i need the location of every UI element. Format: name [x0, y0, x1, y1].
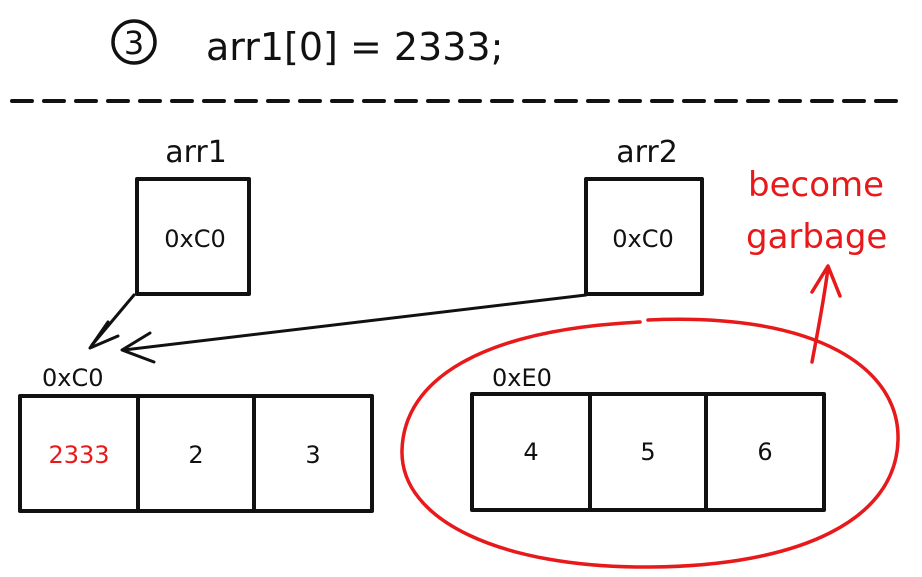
array-cell-value: 5	[640, 438, 655, 466]
step-number-circle	[111, 19, 157, 65]
variable-arr2: arr2 0xC0	[584, 135, 704, 296]
array-cell-value: 4	[523, 438, 538, 466]
array-cell-value: 2	[188, 441, 203, 469]
array-cell-value-modified: 2333	[48, 441, 109, 469]
garbage-highlight: become garbage	[400, 165, 900, 569]
array-cell	[704, 392, 826, 512]
step-statement: arr1[0] = 2333;	[206, 25, 503, 69]
garbage-arrowhead	[810, 264, 842, 298]
arr1-pointer-arrow	[88, 293, 136, 350]
array-0xC0: 0xC0 2333 2 3	[18, 364, 374, 513]
variable-arr1: arr1 0xC0	[135, 135, 251, 296]
garbage-arrow	[810, 266, 830, 364]
array-cell-value: 3	[305, 441, 320, 469]
step-header: 3 arr1[0] = 2333;	[111, 19, 503, 69]
garbage-ellipse	[400, 317, 900, 569]
arr2-pointer-arrow	[120, 293, 588, 364]
array-0xE0: 0xE0 4 5 6	[470, 364, 826, 512]
annotation-line-1: become	[748, 165, 884, 205]
variable-value: 0xC0	[612, 225, 674, 253]
annotation-line-2: garbage	[746, 217, 887, 257]
variable-box	[135, 177, 251, 296]
array-address: 0xE0	[492, 364, 552, 392]
array-cell-value: 6	[757, 438, 772, 466]
variable-value: 0xC0	[164, 225, 226, 253]
variable-box	[584, 177, 704, 296]
variable-name: arr1	[165, 135, 227, 170]
array-cell	[252, 394, 374, 513]
step-number: 3	[124, 24, 144, 62]
variable-name: arr2	[616, 135, 678, 170]
array-address: 0xC0	[42, 364, 104, 392]
